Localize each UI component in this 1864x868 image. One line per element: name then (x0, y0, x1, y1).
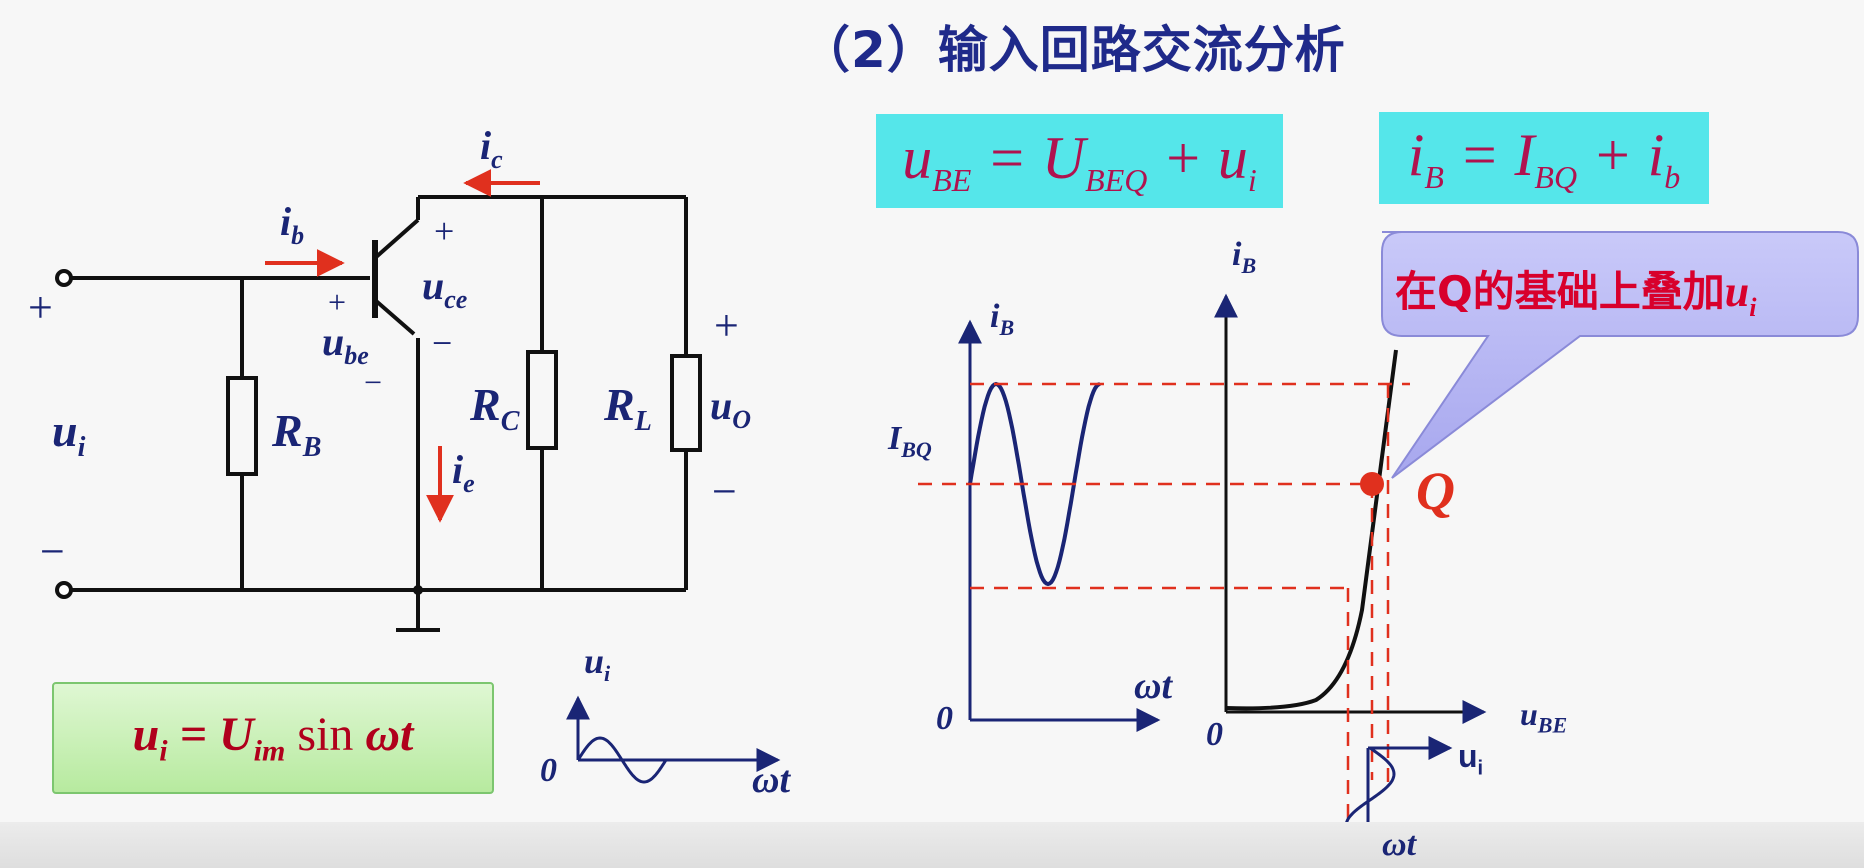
ib-sine-curve (968, 381, 1101, 587)
label-mid-wt: ωt (1134, 665, 1173, 707)
resistor-rb (226, 376, 258, 476)
resistor-rl (670, 354, 702, 452)
label-small-ui: ui (584, 641, 611, 687)
plus-ube: + (328, 284, 347, 320)
input-terminal-top (55, 269, 73, 287)
resistor-rc (526, 350, 558, 450)
plus-input: + (28, 283, 53, 332)
minus-ube: − (364, 364, 383, 400)
label-rb: RB (272, 405, 322, 464)
characteristic-curve (1225, 349, 1398, 711)
input-characteristic-graph (1214, 293, 1487, 724)
label-ib-time-axis: iB (990, 298, 1015, 340)
ui-waveform-graph (566, 695, 781, 784)
amplifier-circuit (55, 195, 702, 632)
ui-definition-box: ui = Uim sin ωt (52, 682, 494, 794)
label-rl: RL (604, 379, 652, 438)
ui-sine-curve (576, 736, 668, 784)
label-uce: uce (422, 263, 468, 314)
minus-output: − (712, 467, 737, 516)
label-small-wt: ωt (752, 759, 791, 801)
callout-text: 在Q的基础上叠加ui (1395, 267, 1757, 322)
label-ibq: IBQ (888, 420, 932, 462)
plus-uce: + (434, 211, 455, 251)
label-bottom-wt: ωt (1382, 826, 1417, 863)
label-ui-input: ui (52, 405, 86, 464)
minus-uce: − (432, 323, 453, 363)
transistor-collector (373, 218, 420, 260)
input-terminal-bottom (55, 581, 73, 599)
label-char-zero: 0 (1206, 716, 1223, 753)
ib-time-graph (958, 319, 1161, 732)
label-ie: ie (452, 447, 475, 498)
label-ui-projection: ui (1458, 738, 1484, 780)
player-bar (0, 822, 1864, 868)
label-small-zero: 0 (540, 752, 557, 789)
label-rc: RC (470, 379, 520, 438)
minus-input: − (40, 527, 65, 576)
page-title: （2）输入回路交流分析 (800, 21, 1346, 79)
ground-node (413, 585, 423, 595)
label-ube-axis: uBE (1520, 696, 1568, 738)
equation-ib: iB = IBQ + ib (1379, 112, 1709, 204)
equation-ube: uBE = UBEQ + ui (876, 114, 1283, 208)
projection-lines (918, 382, 1410, 820)
label-ic: ic (480, 123, 503, 174)
label-q: Q (1416, 461, 1455, 521)
q-point (1360, 472, 1384, 496)
label-ib-axis: iB (1232, 236, 1257, 278)
label-uo: uO (710, 383, 752, 434)
label-ib: ib (280, 199, 305, 250)
callout-bubble (1381, 231, 1859, 479)
label-ube: ube (322, 319, 369, 370)
plus-output: + (714, 301, 739, 350)
label-mid-zero: 0 (936, 700, 953, 737)
transistor-emitter (373, 298, 416, 336)
